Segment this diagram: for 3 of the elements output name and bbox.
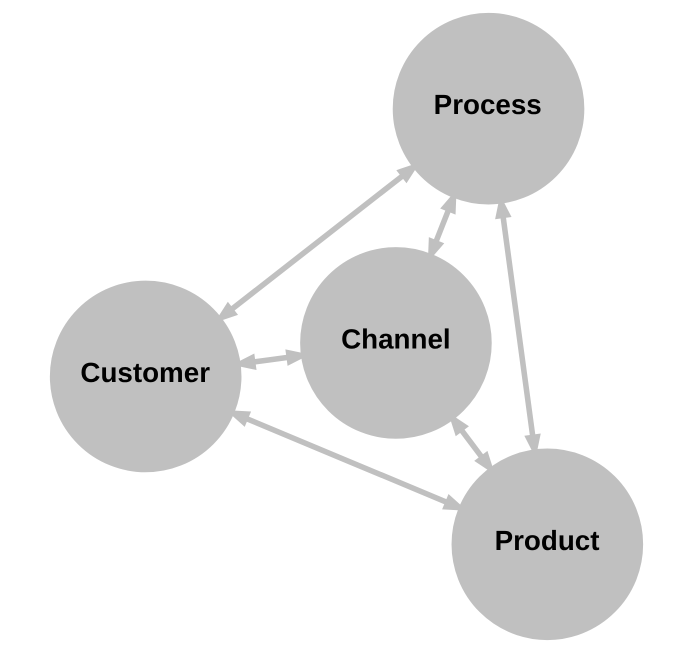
node-circle: Channel	[300, 247, 492, 439]
node-circle: Customer	[50, 280, 242, 472]
node-circle: Process	[392, 12, 584, 204]
